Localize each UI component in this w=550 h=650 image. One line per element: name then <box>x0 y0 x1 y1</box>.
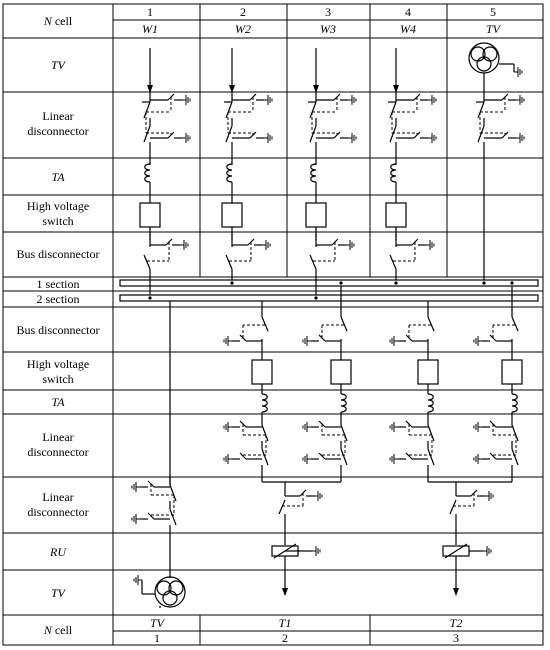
arrow-icon <box>453 588 459 596</box>
arrow-icon <box>282 588 288 596</box>
top-cell-name-2: W2 <box>235 22 251 36</box>
row-label-ru: RU <box>49 545 67 559</box>
transformer-t1-branch <box>261 475 342 596</box>
breaker-icon <box>501 359 523 385</box>
top-cell-name-1: W1 <box>142 22 158 36</box>
row-label-n-cell-top: N cell <box>43 14 73 28</box>
bottom-cell-name-2: T1 <box>279 616 292 630</box>
bottom-cell-name-1: TV <box>150 616 166 630</box>
feeder-w4 <box>385 48 436 285</box>
top-cell-name-3: W3 <box>320 22 336 36</box>
top-cell-name-5: TV <box>486 22 502 36</box>
top-cell-number-4: 4 <box>405 5 411 19</box>
bottom-cell-1-voltage-transformer <box>132 475 186 608</box>
bottom-cell-headers: TV 1 T1 2 T2 3 <box>150 616 462 645</box>
top-cell-number-1: 1 <box>147 5 153 19</box>
current-transformer-icon <box>261 393 268 413</box>
current-transformer-icon <box>226 163 233 183</box>
current-transformer-icon <box>340 393 347 413</box>
arrow-icon <box>313 85 319 93</box>
bottom-feeder-2 <box>224 309 273 475</box>
bottom-feeder-5 <box>474 309 523 475</box>
row-label-bus-disconnector-1: Bus disconnector <box>17 247 100 261</box>
arrow-icon <box>147 85 153 93</box>
current-transformer-icon <box>427 393 434 413</box>
current-transformer-icon <box>511 393 518 413</box>
table-grid <box>2 3 544 646</box>
row-label-n-cell-bottom: N cell <box>43 623 73 637</box>
row-label-ta-bottom: TA <box>51 395 65 409</box>
feeder-w1 <box>139 48 190 300</box>
top-cell-headers: 1 W1 2 W2 3 W3 4 W4 5 TV <box>142 5 502 36</box>
row-label-tv-top: TV <box>51 58 67 72</box>
row-label-ta-top: TA <box>51 170 65 184</box>
top-cell-number-3: 3 <box>325 5 331 19</box>
feeder-w2 <box>221 48 272 285</box>
breaker-icon <box>417 359 439 385</box>
row-label-tv-bottom: TV <box>51 586 67 600</box>
current-transformer-icon <box>310 163 317 183</box>
busbars <box>119 279 539 302</box>
breaker-icon <box>139 202 161 228</box>
busbar-section-2 <box>119 294 539 302</box>
voltage-transformer-icon <box>154 576 186 608</box>
breaker-icon <box>305 202 327 228</box>
top-cell-number-2: 2 <box>240 5 246 19</box>
breaker-icon <box>385 202 407 228</box>
bottom-feeder-4 <box>390 309 439 475</box>
bottom-cell-number-3: 3 <box>453 631 459 645</box>
transformer-t2-branch <box>427 475 513 596</box>
breaker-icon <box>251 359 273 385</box>
bottom-cell-number-2: 2 <box>282 631 288 645</box>
top-cell-number-5: 5 <box>490 5 496 19</box>
row-label-bus-disconnector-2: Bus disconnector <box>17 323 100 337</box>
current-transformer-icon <box>144 163 151 183</box>
bottom-cell-number-1: 1 <box>154 631 160 645</box>
breaker-icon <box>330 359 352 385</box>
row-label-section-2: 2 section <box>37 292 80 306</box>
row-label-section-1: 1 section <box>37 277 80 291</box>
arrow-icon <box>393 85 399 93</box>
bottom-feeder-3 <box>303 309 352 475</box>
bottom-cell-name-3: T2 <box>450 616 463 630</box>
busbar-section-1 <box>119 279 539 287</box>
bottom-bus-connections <box>169 281 514 485</box>
arrow-icon <box>229 85 235 93</box>
feeder-w3 <box>305 48 356 300</box>
breaker-icon <box>221 202 243 228</box>
cell-5-voltage-transformer <box>468 42 524 285</box>
top-cell-name-4: W4 <box>400 22 416 36</box>
current-transformer-icon <box>390 163 397 183</box>
